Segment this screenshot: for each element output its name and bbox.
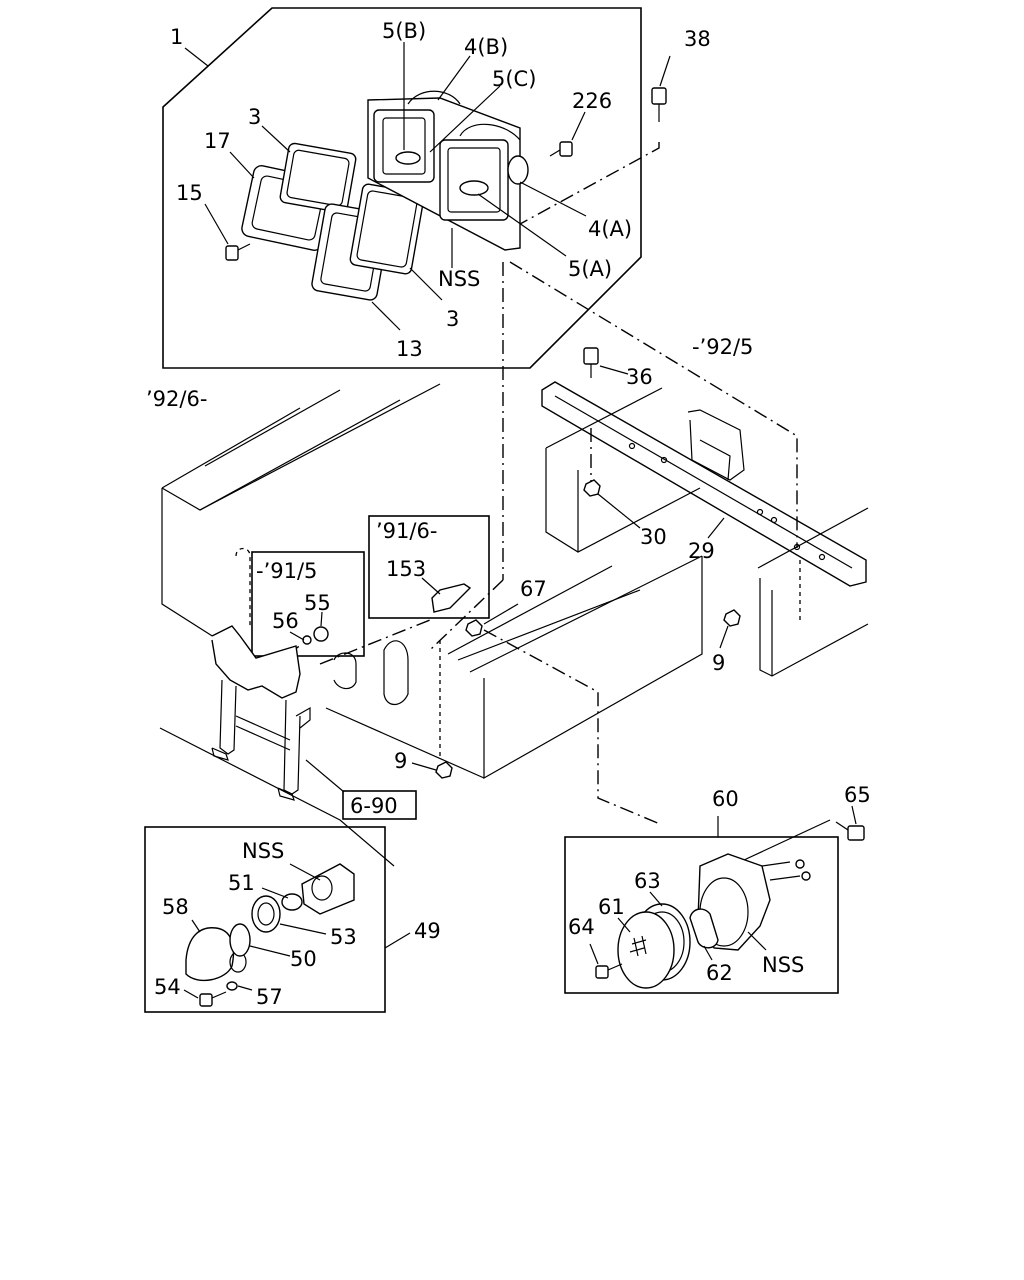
mounting-bracket-left (159, 625, 395, 867)
callout-62: 62 (706, 961, 733, 985)
callout-60: 60 (712, 787, 739, 811)
label-nss-right: NSS (762, 953, 804, 977)
callout-9-right: 9 (712, 651, 725, 675)
callout-4a: 4(A) (588, 217, 632, 241)
bolt-38 (519, 55, 671, 225)
callout-5c: 5(C) (492, 67, 536, 91)
work-lamp-60-group (564, 816, 839, 994)
callout-55: 55 (304, 591, 331, 615)
callout-15: 15 (176, 181, 203, 205)
callout-51: 51 (228, 871, 255, 895)
callout-13: 13 (396, 337, 423, 361)
bracket-29 (541, 381, 867, 587)
callout-56: 56 (272, 609, 299, 633)
side-lamp-49-group (144, 826, 411, 1013)
callout-58: 58 (162, 895, 189, 919)
callout-67: 67 (520, 577, 547, 601)
bolt-15 (225, 243, 251, 261)
callout-5b: 5(B) (382, 19, 426, 43)
callout-38: 38 (684, 27, 711, 51)
date-from-91-6: ’91/6- (376, 519, 437, 543)
callout-54: 54 (154, 975, 181, 999)
callout-153: 153 (386, 557, 426, 581)
headlamp-leaders (184, 42, 587, 331)
bolt-65 (835, 805, 865, 841)
label-nss-left: NSS (242, 839, 284, 863)
callout-9-center: 9 (394, 749, 407, 773)
callout-1: 1 (170, 25, 183, 49)
callout-53: 53 (330, 925, 357, 949)
date-from-92-6: ’92/6- (146, 387, 207, 411)
callout-4b: 4(B) (464, 35, 508, 59)
callout-labels: 1 5(B) 4(B) 5(C) 226 38 3 17 15 4(A) 5(A… (146, 19, 871, 1009)
lamp-to-bracket-line (509, 261, 798, 548)
callout-64: 64 (568, 915, 595, 939)
callout-5a: 5(A) (568, 257, 612, 281)
date-until-92-5: -’92/5 (692, 335, 753, 359)
callout-49: 49 (414, 919, 441, 943)
date-until-91-5: -’91/5 (256, 559, 317, 583)
ref-6-90[interactable]: 6-90 (350, 794, 398, 818)
callout-57: 57 (256, 985, 283, 1009)
callout-30: 30 (640, 525, 667, 549)
callout-3-top: 3 (248, 105, 261, 129)
callout-63: 63 (634, 869, 661, 893)
gasket-3-upper (279, 142, 357, 214)
callout-50: 50 (290, 947, 317, 971)
headlamp-assembly-group (162, 7, 642, 369)
callout-65: 65 (844, 783, 871, 807)
callout-226: 226 (572, 89, 612, 113)
headlamp-assembly-outline (162, 7, 642, 369)
callout-36: 36 (626, 365, 653, 389)
label-nss-top: NSS (438, 267, 480, 291)
callout-61: 61 (598, 895, 625, 919)
callout-29: 29 (688, 539, 715, 563)
callout-3-bottom: 3 (446, 307, 459, 331)
box-91-6 (368, 515, 490, 619)
bracket-29-group (541, 347, 869, 677)
ref-6-90-box (342, 790, 417, 820)
bolt-226 (549, 141, 573, 157)
callout-17: 17 (204, 129, 231, 153)
box-91-5 (245, 551, 431, 687)
